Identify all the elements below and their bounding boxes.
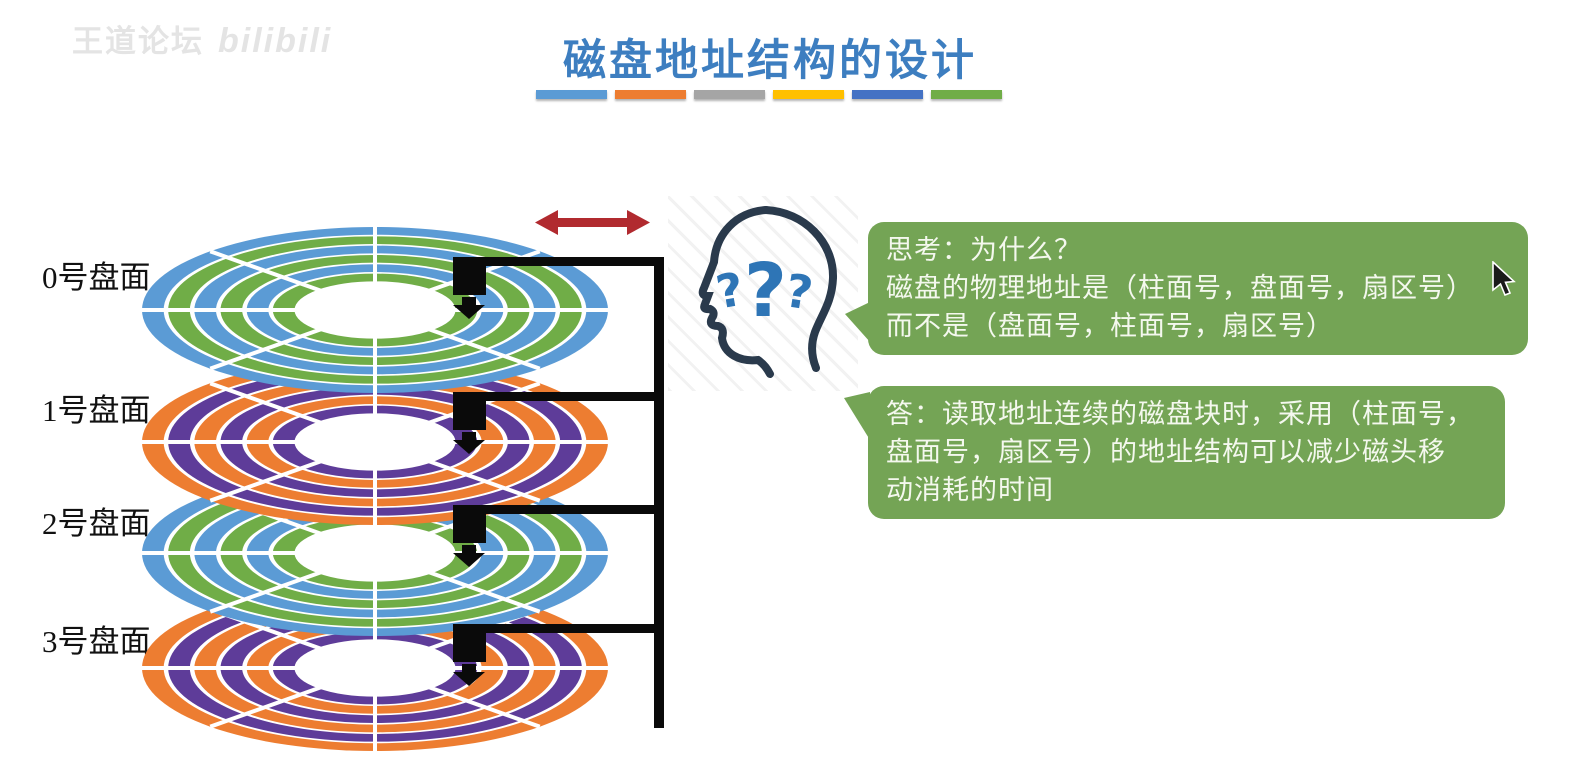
divider-bar-1 <box>615 90 686 99</box>
question-mark-left: ? <box>712 262 748 320</box>
platter-label-3: 3号盘面 <box>42 624 151 659</box>
page-title: 磁盘地址结构的设计 <box>563 38 977 85</box>
seek-direction-arrow <box>535 210 650 235</box>
face-profile-outline <box>698 206 774 378</box>
divider-bar-2 <box>694 90 765 99</box>
question-mark-center: ? <box>744 248 787 334</box>
channel-watermark: 王道论坛 bilibili <box>72 16 332 61</box>
rw-head-0 <box>453 257 664 319</box>
actuator-spine <box>654 257 664 728</box>
answer-bubble: 答：读取地址连续的磁盘块时，采用（柱面号， 盘面号，扇区号）的地址结构可以减少磁… <box>868 386 1505 519</box>
divider-bar-3 <box>773 90 844 99</box>
head-profile-outline <box>762 206 838 372</box>
divider-bar-5 <box>931 90 1002 99</box>
platter-0 <box>142 227 608 393</box>
question-bubble-tail <box>845 302 870 342</box>
rw-head-3 <box>453 624 664 686</box>
question-bubble: 思考：为什么？ 磁盘的物理地址是（柱面号，盘面号，扇区号） 而不是（盘面号，柱面… <box>868 222 1528 355</box>
mouse-cursor <box>1492 261 1516 297</box>
divider-bar-4 <box>852 90 923 99</box>
rw-head-2 <box>453 505 664 567</box>
rw-head-1 <box>453 392 664 454</box>
thinking-head-icon: ? ? ? <box>698 206 838 378</box>
bilibili-logo: bilibili <box>218 22 333 60</box>
platter-label-0: 0号盘面 <box>42 260 151 295</box>
platter-label-1: 1号盘面 <box>42 393 151 428</box>
title-divider-bars <box>536 90 1002 99</box>
disk-stack-diagram <box>142 210 664 751</box>
answer-bubble-tail <box>844 392 870 440</box>
platter-label-2: 2号盘面 <box>42 506 151 541</box>
watermark-brand: 王道论坛 <box>72 24 204 59</box>
divider-bar-0 <box>536 90 607 99</box>
